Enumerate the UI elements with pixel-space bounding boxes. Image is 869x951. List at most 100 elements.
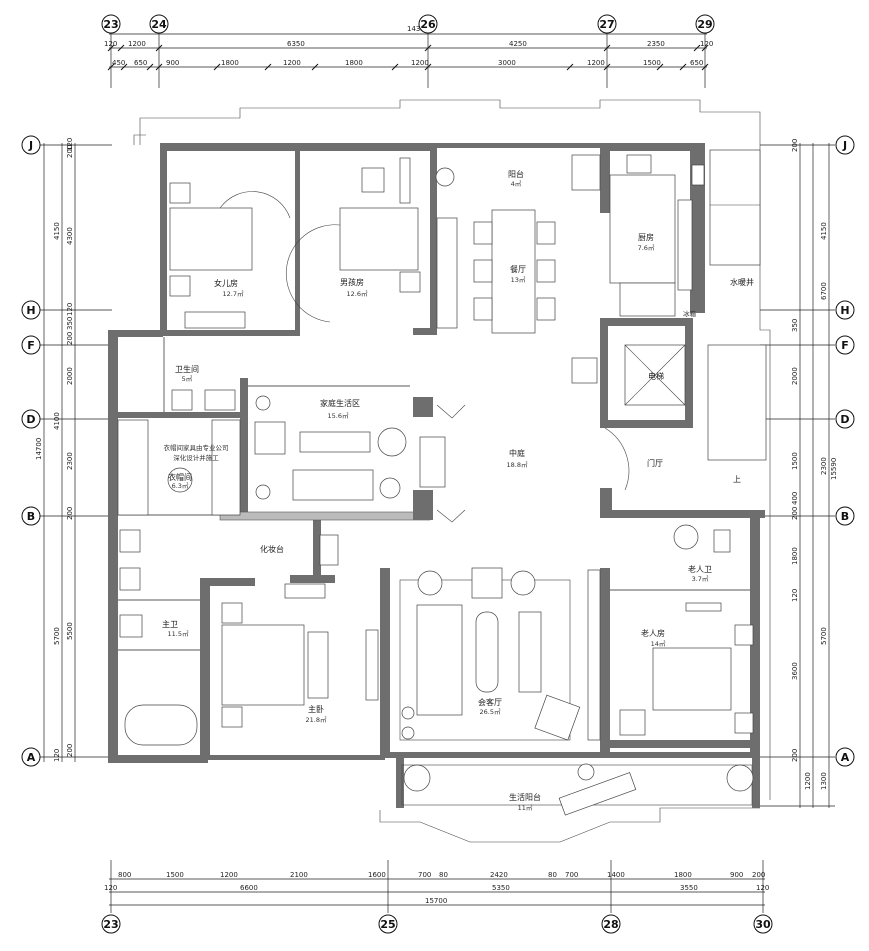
- dim-label: 650: [134, 59, 147, 67]
- armchair: [534, 694, 581, 741]
- dim-label: 2000: [66, 367, 74, 385]
- ottoman: [167, 467, 193, 493]
- svg-text:F: F: [27, 339, 35, 352]
- bed: [339, 207, 419, 271]
- svg-text:J: J: [28, 139, 33, 152]
- room-name: 老人卫: [688, 564, 712, 574]
- dim-label: 1500: [791, 452, 799, 470]
- dim-tick: [311, 63, 319, 71]
- dim-tick: [264, 63, 272, 71]
- axis-bubble: A: [21, 747, 41, 767]
- stairs: [707, 344, 767, 461]
- axis-bubble: F: [835, 335, 855, 355]
- master-bedroom: 主卧 21.8㎡: [221, 602, 379, 728]
- axis-bubble: 28: [601, 914, 621, 934]
- dim-label: 4150: [820, 222, 828, 240]
- axis-bubble: F: [21, 335, 41, 355]
- dim-label: 1800: [674, 871, 692, 879]
- dim-label: 1800: [345, 59, 363, 67]
- fridge-box: [691, 164, 705, 186]
- coffee-table: [475, 611, 499, 693]
- side-table: [417, 570, 443, 596]
- left-axis-bubbles: J H F D B A: [21, 135, 41, 767]
- elevator: 电梯: [571, 344, 686, 406]
- dim-label: 6700: [820, 282, 828, 300]
- axis-bubble: 25: [378, 914, 398, 934]
- room-name: 门厅: [647, 458, 663, 468]
- dim-label: 700: [418, 871, 431, 879]
- dim-label: 5700: [53, 627, 61, 645]
- daughter-room: 女儿房 12.7㎡: [169, 182, 291, 329]
- right-axis-bubbles: J H F D B A: [835, 135, 855, 767]
- axis-bubble: B: [21, 506, 41, 526]
- stair-up-label: 上: [733, 475, 741, 484]
- svg-text:23: 23: [103, 18, 118, 31]
- dim-label: 80: [548, 871, 557, 879]
- chair: [536, 221, 556, 245]
- shelf: [685, 602, 722, 612]
- armchair: [254, 421, 286, 455]
- svg-text:J: J: [842, 139, 847, 152]
- vanity: 化妆台: [260, 534, 339, 599]
- dim-label: 3550: [680, 884, 698, 892]
- stool: [255, 395, 271, 411]
- dim-label: 2300: [820, 457, 828, 475]
- dim-label: 1600: [368, 871, 386, 879]
- sideboard: [436, 217, 458, 329]
- living-room: 会客厅 26.5㎡: [401, 567, 601, 741]
- room-area: 13㎡: [511, 275, 526, 284]
- dim-label: 1500: [643, 59, 661, 67]
- room-name: 家庭生活区: [320, 398, 360, 408]
- bed: [652, 647, 732, 711]
- dim-tick: [146, 63, 154, 71]
- top-axis-bubbles: 23 24 26 27 29: [101, 14, 715, 34]
- dim-label: 1200: [587, 59, 605, 67]
- walls: [108, 143, 765, 808]
- room-name: 生活阳台: [509, 792, 541, 802]
- room-name: 主卫: [162, 619, 178, 629]
- chair: [473, 297, 493, 321]
- dim-label: 120: [700, 40, 713, 48]
- axis-bubble: H: [835, 300, 855, 320]
- plant: [435, 167, 455, 187]
- dim-label: 700: [565, 871, 578, 879]
- dim-label: 4100: [53, 412, 61, 430]
- closet: 衣帽间家具由专业公司 深化设计并施工 衣帽间 6.3㎡: [117, 419, 241, 516]
- sofa: [292, 469, 374, 501]
- closet-note: 衣帽间家具由专业公司: [164, 443, 229, 452]
- living-balcony: 生活阳台 11㎡: [403, 763, 754, 816]
- room-area: 12.6㎡: [347, 289, 368, 298]
- axis-bubble: J: [21, 135, 41, 155]
- chair: [361, 167, 385, 193]
- chair: [473, 259, 493, 283]
- dim-label: 1200: [128, 40, 146, 48]
- plant: [401, 726, 415, 740]
- cabinet: [284, 583, 326, 599]
- dim-label: 350: [791, 319, 799, 332]
- nightstand: [221, 602, 243, 624]
- chair: [473, 221, 493, 245]
- round-table: [377, 427, 407, 457]
- dim-label: 6350: [287, 40, 305, 48]
- dim-label: 900: [730, 871, 743, 879]
- plant: [401, 706, 415, 720]
- side-table: [577, 763, 595, 781]
- axis-bubble: 27: [597, 14, 617, 34]
- cabinet: [419, 436, 446, 488]
- room-name: 衣帽间: [168, 472, 192, 482]
- right-outer-dim: 15590: [830, 458, 838, 480]
- left-outer-dim: 14700: [35, 438, 43, 460]
- shaft-stairs: 水暖井 上: [707, 149, 767, 484]
- dim-label: 1800: [221, 59, 239, 67]
- bench: [307, 631, 329, 699]
- dim-tick: [213, 63, 221, 71]
- dim-label: 1800: [791, 547, 799, 565]
- dim-label: 200: [66, 744, 74, 757]
- dim-tick: [120, 63, 128, 71]
- dim-label: 1200: [411, 59, 429, 67]
- axis-bubble: 23: [101, 914, 121, 934]
- dim-label: 120: [66, 138, 74, 151]
- dim-label: 650: [690, 59, 703, 67]
- desk: [184, 311, 246, 329]
- master-bath: 主卫 11.5㎡: [119, 529, 198, 746]
